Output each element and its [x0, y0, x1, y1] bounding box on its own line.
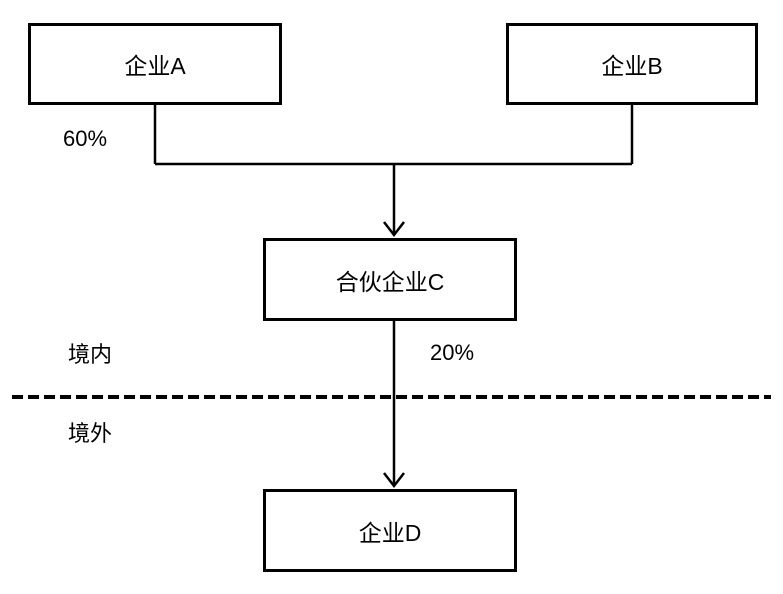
node-company-d-label: 企业D [358, 519, 422, 546]
ownership-percent-60-label: 60% [63, 126, 108, 151]
ownership-percent-20-label: 20% [430, 340, 475, 365]
region-domestic-label: 境内 [68, 342, 113, 367]
arrowhead-to-c [383, 221, 405, 238]
region-overseas-label: 境外 [68, 421, 113, 446]
arrowhead-to-d [383, 472, 405, 489]
node-company-d: 企业D [263, 489, 517, 572]
node-company-b-label: 企业B [601, 53, 663, 79]
node-company-a: 企业A [28, 23, 282, 105]
node-partnership-c: 合伙企业C [263, 238, 517, 321]
node-company-a-label: 企业A [124, 53, 186, 79]
node-company-b: 企业B [506, 23, 758, 105]
node-partnership-c-label: 合伙企业C [335, 268, 445, 295]
